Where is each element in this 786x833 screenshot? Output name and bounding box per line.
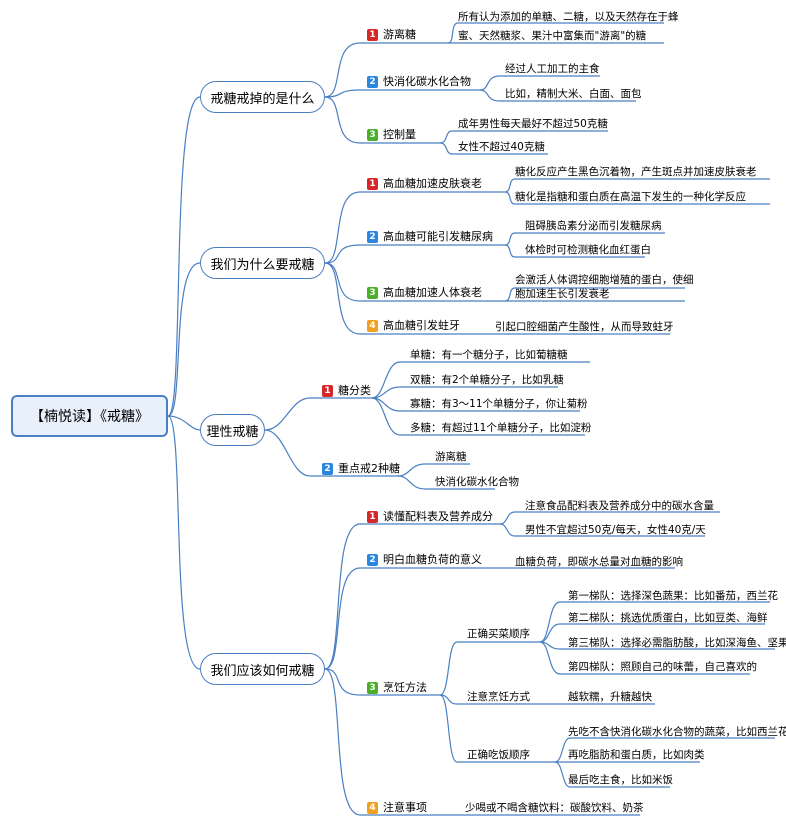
subtopic-sugar-types[interactable]: 1 糖分类	[322, 384, 371, 398]
leaf-topic[interactable]: 第二梯队：挑选优质蛋白，比如豆类、海鲜	[568, 612, 768, 624]
subtopic-tooth-decay[interactable]: 4 高血糖引发蛀牙	[367, 319, 460, 333]
subtopic-body-aging[interactable]: 3 高血糖加速人体衰老	[367, 286, 482, 300]
leaf-topic[interactable]: 再吃脂肪和蛋白质，比如肉类	[568, 749, 705, 761]
main-topic-rational[interactable]: 理性戒糖	[200, 414, 265, 446]
subtopic-cooking[interactable]: 3 烹饪方法	[367, 681, 427, 695]
leaf-topic[interactable]: 双糖：有2个单糖分子，比如乳糖	[410, 374, 564, 386]
leaf-topic[interactable]: 越软糯，升糖越快	[568, 691, 652, 703]
leaf-topic[interactable]: 游离糖	[435, 451, 467, 463]
leaf-topic[interactable]: 糖化是指糖和蛋白质在高温下发生的一种化学反应	[515, 191, 746, 203]
subtopic-diabetes[interactable]: 2 高血糖可能引发糖尿病	[367, 230, 493, 244]
subtopic-focus-two[interactable]: 2 重点戒2种糖	[322, 462, 400, 476]
leaf-topic[interactable]: 最后吃主食，比如米饭	[568, 774, 673, 786]
group-cooking-method[interactable]: 注意烹饪方式	[467, 691, 530, 703]
subtopic-notes[interactable]: 4 注意事项	[367, 801, 427, 815]
leaf-topic[interactable]: 快消化碳水化合物	[435, 476, 519, 488]
leaf-topic[interactable]: 阻碍胰岛素分泌而引发糖尿病	[525, 220, 662, 232]
leaf-topic[interactable]: 注意食品配料表及营养成分中的碳水含量	[525, 500, 714, 512]
subtopic-label: 读懂配料表及营养成分	[383, 510, 493, 523]
leaf-topic[interactable]: 第四梯队：照顾自己的味蕾，自己喜欢的	[568, 661, 757, 673]
subtopic-label: 高血糖加速皮肤衰老	[383, 177, 482, 190]
priority-1-icon: 1	[367, 178, 378, 190]
priority-3-icon: 3	[367, 287, 378, 299]
main-topic-what[interactable]: 戒糖戒掉的是什么	[200, 81, 325, 113]
leaf-topic[interactable]: 胞加速生长引发衰老	[515, 288, 610, 300]
leaf-topic[interactable]: 所有认为添加的单糖、二糖，以及天然存在于蜂	[458, 11, 679, 23]
leaf-topic[interactable]: 先吃不含快消化碳水化合物的蔬菜，比如西兰花	[568, 726, 786, 738]
subtopic-label: 游离糖	[383, 28, 416, 41]
leaf-topic[interactable]: 寡糖：有3～11个单糖分子，你让菊粉	[410, 398, 588, 410]
subtopic-read-labels[interactable]: 1 读懂配料表及营养成分	[367, 510, 493, 524]
subtopic-label: 注意事项	[383, 801, 427, 814]
leaf-topic[interactable]: 蜜、天然糖浆、果汁中富集而"游离"的糖	[458, 30, 647, 42]
leaf-topic[interactable]: 女性不超过40克糖	[458, 141, 545, 153]
leaf-topic[interactable]: 比如，精制大米、白面、面包	[505, 88, 642, 100]
main-topic-label: 我们应该如何戒糖	[210, 663, 315, 679]
leaf-topic[interactable]: 体检时可检测糖化血红蛋白	[525, 244, 651, 256]
subtopic-label: 快消化碳水化合物	[383, 75, 471, 88]
group-buy-order[interactable]: 正确买菜顺序	[467, 628, 530, 640]
priority-2-icon: 2	[367, 554, 378, 566]
subtopic-label: 高血糖加速人体衰老	[383, 286, 482, 299]
priority-2-icon: 2	[367, 76, 378, 88]
subtopic-label: 重点戒2种糖	[338, 462, 400, 475]
priority-4-icon: 4	[367, 320, 378, 332]
subtopic-fast-carbs[interactable]: 2 快消化碳水化合物	[367, 75, 471, 89]
root-topic[interactable]: 【楠悦读】《戒糖》	[11, 395, 168, 437]
subtopic-free-sugar[interactable]: 1 游离糖	[367, 28, 416, 42]
subtopic-label: 高血糖可能引发糖尿病	[383, 230, 493, 243]
leaf-topic[interactable]: 男性不宜超过50克/每天，女性40克/天	[525, 524, 706, 536]
leaf-topic[interactable]: 成年男性每天最好不超过50克糖	[458, 118, 608, 130]
leaf-topic[interactable]: 糖化反应产生黑色沉着物，产生斑点并加速皮肤衰老	[515, 166, 757, 178]
leaf-topic[interactable]: 第一梯队：选择深色蔬果：比如番茄，西兰花	[568, 590, 778, 602]
group-eating-order[interactable]: 正确吃饭顺序	[467, 749, 530, 761]
priority-2-icon: 2	[322, 463, 333, 475]
priority-3-icon: 3	[367, 682, 378, 694]
leaf-topic[interactable]: 经过人工加工的主食	[505, 63, 600, 75]
subtopic-glycemic-load[interactable]: 2 明白血糖负荷的意义	[367, 553, 482, 567]
leaf-topic[interactable]: 少喝或不喝含糖饮料：碳酸饮料、奶茶	[465, 802, 644, 814]
leaf-topic[interactable]: 引起口腔细菌产生酸性，从而导致蛀牙	[495, 321, 674, 333]
subtopic-label: 糖分类	[338, 384, 371, 397]
leaf-topic[interactable]: 会激活人体调控细胞增殖的蛋白，使细	[515, 274, 694, 286]
priority-1-icon: 1	[367, 29, 378, 41]
leaf-topic[interactable]: 单糖：有一个糖分子，比如葡糖糖	[410, 349, 568, 361]
subtopic-skin-aging[interactable]: 1 高血糖加速皮肤衰老	[367, 177, 482, 191]
subtopic-label: 高血糖引发蛀牙	[383, 319, 460, 332]
priority-4-icon: 4	[367, 802, 378, 814]
subtopic-label: 控制量	[383, 128, 416, 141]
priority-3-icon: 3	[367, 129, 378, 141]
main-topic-why[interactable]: 我们为什么要戒糖	[200, 247, 325, 279]
subtopic-label: 明白血糖负荷的意义	[383, 553, 482, 566]
subtopic-control-amount[interactable]: 3 控制量	[367, 128, 416, 142]
subtopic-label: 烹饪方法	[383, 681, 427, 694]
priority-1-icon: 1	[322, 385, 333, 397]
priority-2-icon: 2	[367, 231, 378, 243]
leaf-topic[interactable]: 血糖负荷，即碳水总量对血糖的影响	[515, 556, 683, 568]
leaf-topic[interactable]: 第三梯队：选择必需脂肪酸，比如深海鱼、坚果	[568, 637, 786, 649]
root-title: 【楠悦读】《戒糖》	[30, 409, 149, 425]
main-topic-how[interactable]: 我们应该如何戒糖	[200, 653, 325, 685]
priority-1-icon: 1	[367, 511, 378, 523]
main-topic-label: 戒糖戒掉的是什么	[210, 91, 315, 107]
leaf-topic[interactable]: 多糖：有超过11个单糖分子，比如淀粉	[410, 422, 592, 434]
main-topic-label: 理性戒糖	[206, 424, 259, 440]
main-topic-label: 我们为什么要戒糖	[210, 257, 315, 273]
